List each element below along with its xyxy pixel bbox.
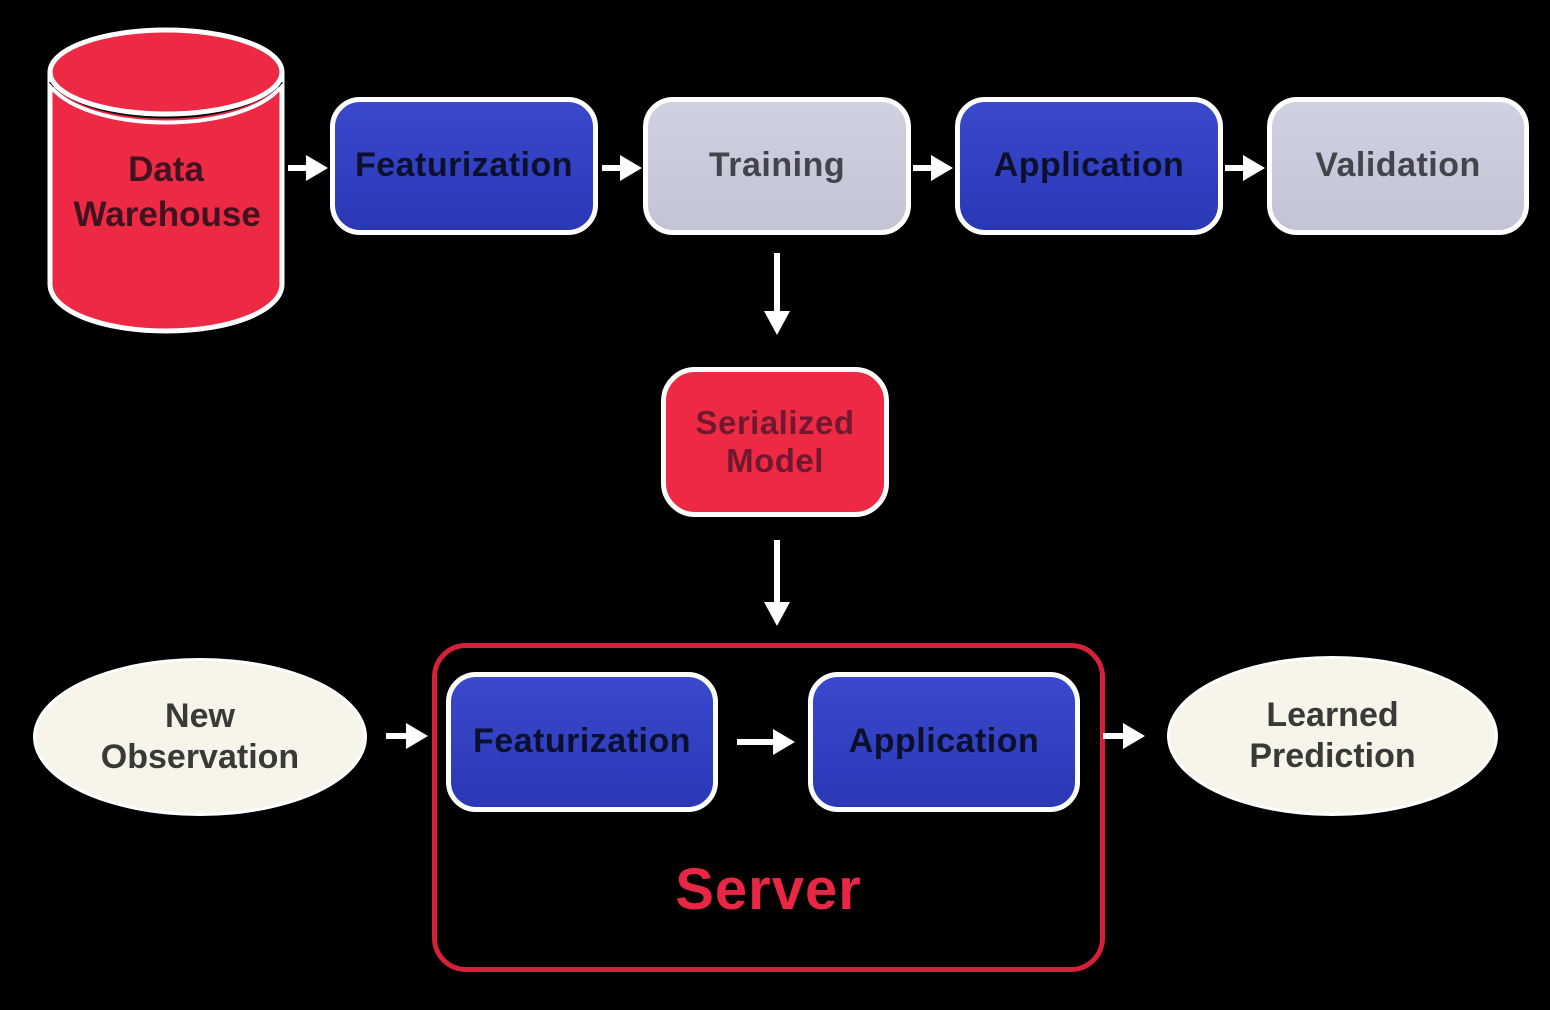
server-application-node: Application — [808, 672, 1080, 812]
arrow-training-to-application — [913, 165, 931, 171]
arrow-training-to-serialized-model — [774, 253, 780, 311]
database-cylinder-icon — [47, 27, 285, 334]
training-node: Training — [643, 97, 911, 235]
arrow-observation-to-server — [386, 733, 406, 739]
arrow-serialized-model-to-server — [774, 540, 780, 602]
serialized-model-label: Serialized Model — [695, 404, 855, 479]
data-warehouse-node: Data Warehouse — [46, 26, 286, 334]
arrow-application-to-validation — [1225, 165, 1243, 171]
learned-prediction-label: Learned Prediction — [1249, 696, 1416, 775]
application-label: Application — [993, 146, 1185, 185]
validation-label: Validation — [1315, 146, 1481, 185]
server-application-label: Application — [848, 722, 1040, 761]
data-warehouse-label: Data Warehouse — [73, 149, 261, 235]
arrow-server-to-prediction — [1103, 733, 1123, 739]
arrow-warehouse-to-featurization — [288, 165, 306, 171]
new-observation-node: New Observation — [33, 658, 367, 816]
featurization-label: Featurization — [354, 146, 574, 185]
serialized-model-node: Serialized Model — [661, 367, 889, 517]
new-observation-label: New Observation — [100, 697, 300, 776]
server-container: Featurization Application Server — [432, 643, 1105, 972]
server-featurization-label: Featurization — [472, 722, 692, 761]
validation-node: Validation — [1267, 97, 1529, 235]
featurization-node: Featurization — [330, 97, 598, 235]
application-node: Application — [955, 97, 1223, 235]
arrow-featurization-to-training — [602, 165, 620, 171]
learned-prediction-node: Learned Prediction — [1167, 656, 1498, 816]
server-label: Server — [675, 857, 862, 922]
arrow-server-featurization-to-application — [737, 739, 773, 745]
training-label: Training — [708, 146, 846, 185]
server-featurization-node: Featurization — [446, 672, 718, 812]
